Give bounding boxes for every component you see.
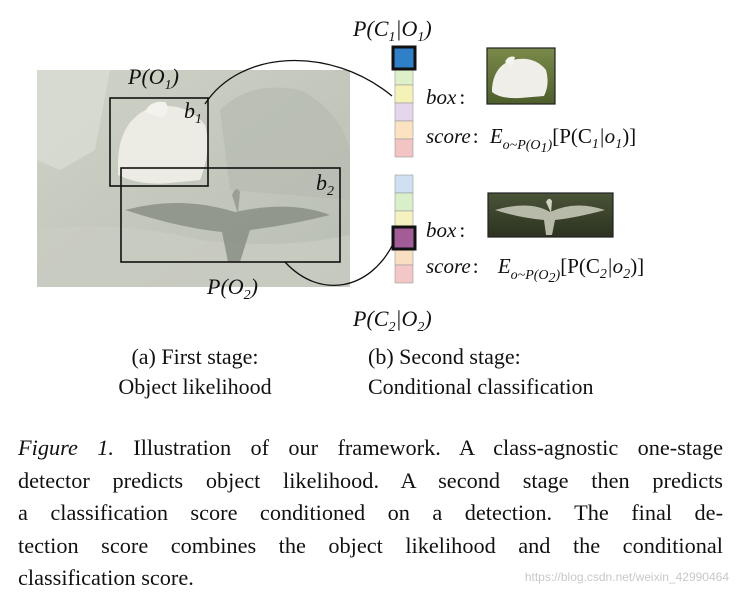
watermark: https://blog.csdn.net/weixin_42990464 [524,570,729,584]
caption-line-3: a classification score conditioned on a … [18,500,723,525]
class-cell-2-6 [394,264,414,284]
label-p-o2: P(O2) [206,274,258,303]
stage-caption-second-line1: (b) Second stage: [368,344,521,369]
stage-caption-first: (a) First stage: Object likelihood [60,342,330,402]
bird-thumbnail [487,192,614,238]
framework-figure: P(C1|O1) P(O1) b1 b2 P(O2) P(C2|O2) box:… [37,16,644,335]
class-cell-1-4 [394,102,414,122]
label-p-c1-given-o1: P(C1|O1) [352,16,432,45]
score-formula-1: score: Eo~P(O1)[P(C1|o1)] [426,124,636,156]
selected-class-cell-2 [391,225,417,251]
caption-line-1: Figure 1. Illustration of our framework.… [18,432,723,465]
caption-line-5: classification score. [18,565,194,590]
stage-caption-first-line2: Object likelihood [118,374,272,399]
bear-thumbnail [486,47,556,105]
label-p-c2-given-o2: P(C2|O2) [352,306,432,335]
bounding-box-b1 [109,97,209,187]
stage-caption-second-line2: Conditional classification [368,374,594,399]
class-cell-1-5 [394,120,414,140]
figure-caption: Figure 1. Illustration of our framework.… [18,432,723,594]
caption-line-2: detector predicts object likelihood. A s… [18,467,723,493]
box-label-1: box: [426,85,465,109]
figure-label: Figure 1. [18,435,114,460]
label-b2: b2 [316,170,334,199]
caption-line-4: tection score combines the object likeli… [18,532,723,558]
label-b1: b1 [184,98,202,127]
bounding-box-b2 [120,167,341,263]
selected-class-cell-1 [391,45,417,71]
class-cell-2-2 [394,192,414,212]
stage-caption-first-line1: (a) First stage: [131,344,259,369]
caption-line-1-text: Illustration of our framework. A class-a… [113,435,724,460]
score-formula-2: score: Eo~P(O2)[P(C2|o2)] [426,254,644,286]
class-cell-1-6 [394,138,414,158]
connector-curve-top [204,59,393,105]
connector-curve-bottom [284,243,394,286]
scene-photo [37,70,350,287]
box-label-2: box: [426,218,465,242]
class-cell-1-3 [394,84,414,104]
class-cell-2-1 [394,174,414,194]
label-p-o1: P(O1) [127,64,179,93]
stage-caption-second: (b) Second stage: Conditional classifica… [368,342,658,402]
class-probability-bars [391,45,417,284]
